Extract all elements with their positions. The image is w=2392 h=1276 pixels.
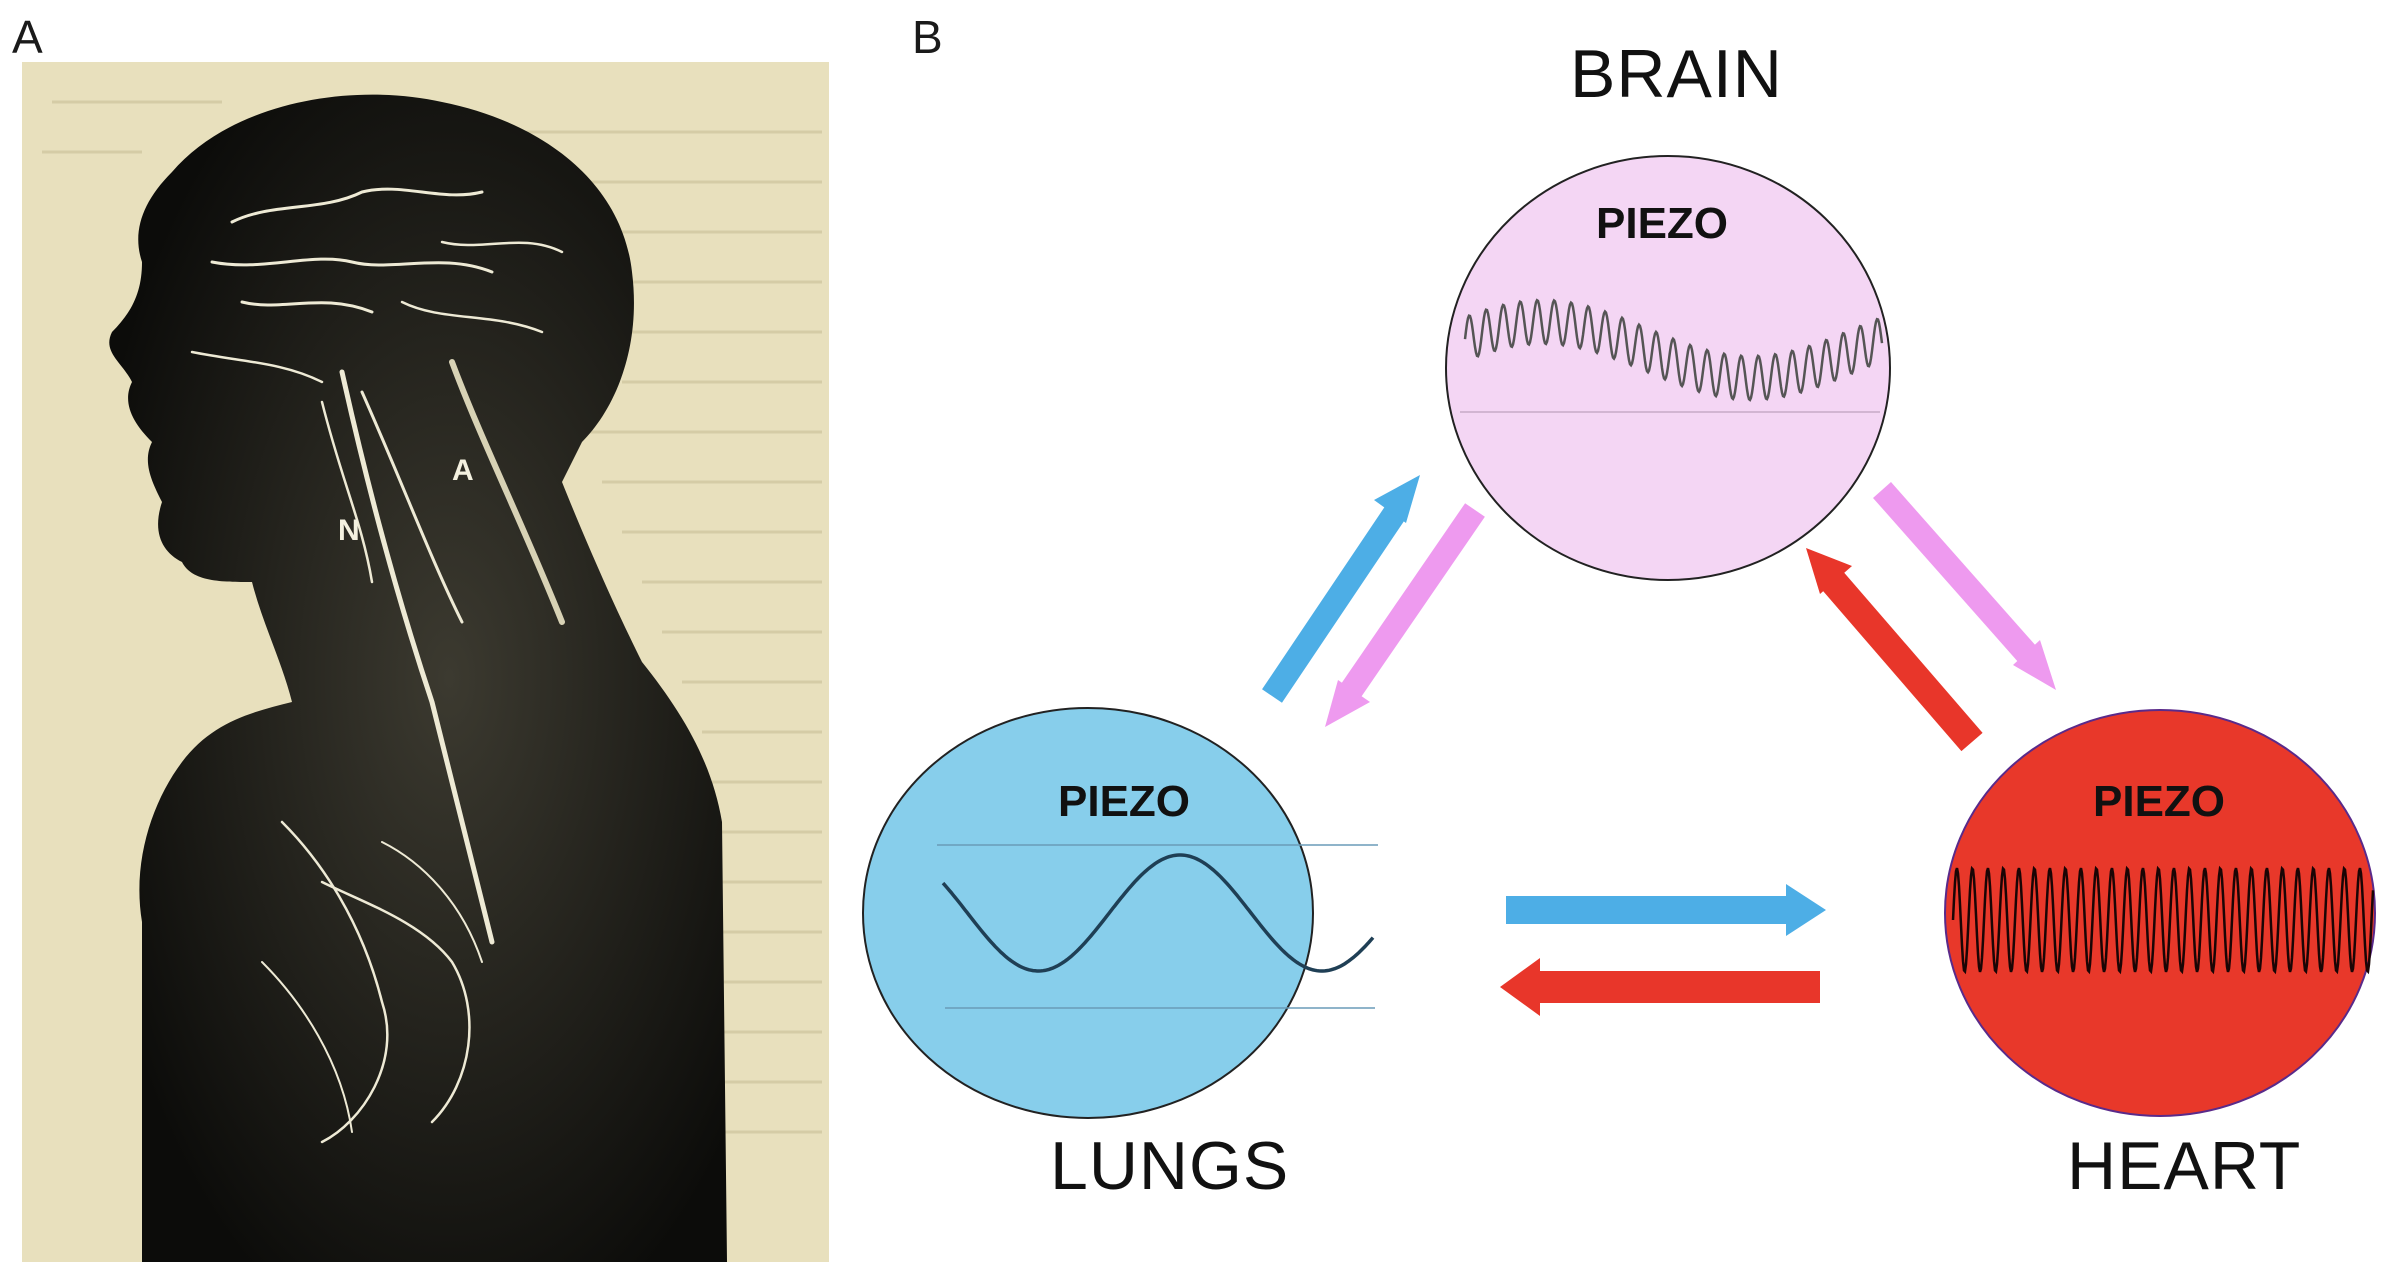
brain-signal-wave <box>1463 298 1884 402</box>
lungs-label: LUNGS <box>1050 1128 1290 1204</box>
heart-circle <box>1944 709 2376 1117</box>
lungs-circle <box>862 707 1314 1119</box>
brain-piezo-label: PIEZO <box>1596 199 1729 248</box>
arrow-brain-to-heart <box>1873 482 2056 690</box>
panel-b-label: B <box>912 11 943 63</box>
nerve-label-a: A <box>452 454 474 487</box>
lungs-piezo-label: PIEZO <box>1058 777 1191 826</box>
panel-a-label: A <box>12 11 43 63</box>
nerve-lines <box>190 187 565 1144</box>
brain-label: BRAIN <box>1570 36 1783 112</box>
human-silhouette <box>109 94 727 1262</box>
nerve-label-n: N <box>338 514 360 547</box>
arrow-heart-to-brain <box>1806 548 1983 752</box>
heart-signal-wave <box>1951 865 2375 975</box>
arrow-brain-to-lungs <box>1325 503 1485 727</box>
heart-label: HEART <box>2067 1128 2302 1204</box>
lungs-signal-wave <box>941 853 1375 973</box>
arrow-heart-to-lungs <box>1500 958 1820 1016</box>
anatomical-illustration <box>22 62 829 1262</box>
arrow-lungs-to-heart <box>1506 884 1826 936</box>
heart-piezo-label: PIEZO <box>2093 777 2226 826</box>
arrow-lungs-to-brain <box>1262 475 1420 703</box>
